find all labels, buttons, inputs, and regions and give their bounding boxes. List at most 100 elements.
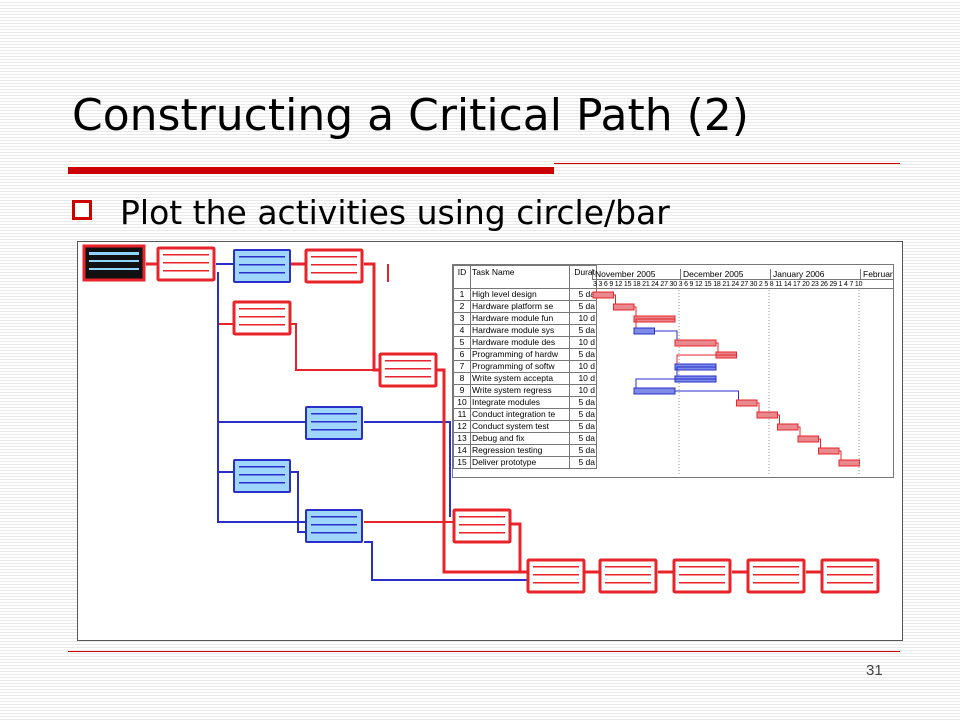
node-text-line <box>679 566 725 568</box>
gantt-header-name: Task Name <box>470 265 570 289</box>
node-text-line <box>385 368 431 370</box>
node-text-line <box>827 574 873 576</box>
gantt-day-scale: 3 3 6 9 12 15 18 21 24 27 30 3 6 9 12 15… <box>592 279 893 289</box>
node-text-line <box>753 566 799 568</box>
node-text-line <box>533 566 579 568</box>
gantt-task-id: 2 <box>453 300 471 313</box>
slide-title: Constructing a Critical Path (2) <box>72 90 749 141</box>
node-text-line <box>533 574 579 576</box>
critical-task-node <box>598 558 658 594</box>
node-text-line <box>385 376 431 378</box>
node-text-line <box>239 272 285 274</box>
node-text-line <box>311 256 357 258</box>
node-text-line <box>239 474 285 476</box>
gantt-task-name: Regression testing <box>470 444 570 457</box>
critical-task-node <box>156 246 216 282</box>
task-node <box>233 459 291 493</box>
task-node <box>305 509 363 543</box>
connector-line <box>364 541 528 581</box>
gantt-task-id: 12 <box>453 420 471 433</box>
node-text-line <box>385 360 431 362</box>
node-text-line <box>827 566 873 568</box>
gantt-timeline: November 2005 December 2005 January 2006… <box>592 265 893 477</box>
connector-line <box>290 471 306 533</box>
gantt-header-row: ID Task Name Durat <box>453 265 597 289</box>
gantt-month: December 2005 <box>680 269 772 279</box>
node-text-line <box>459 516 505 518</box>
page-number: 31 <box>866 662 883 679</box>
node-text-line <box>89 268 139 270</box>
gantt-task-name: Debug and fix <box>470 432 570 445</box>
gantt-task-name: Hardware module sys <box>470 324 570 337</box>
gantt-task-id: 10 <box>453 396 471 409</box>
gantt-task-id: 13 <box>453 432 471 445</box>
connector-line <box>364 262 380 372</box>
gantt-task-name: Integrate modules <box>470 396 570 409</box>
gantt-task-duration: 5 da <box>569 300 597 313</box>
node-text-line <box>311 421 357 423</box>
node-text-line <box>311 413 357 415</box>
gantt-task-name: Hardware platform se <box>470 300 570 313</box>
critical-task-node <box>232 300 292 336</box>
gantt-month: November 2005 <box>592 269 682 279</box>
connector-line <box>510 522 522 572</box>
node-text-line <box>163 262 209 264</box>
node-text-line <box>605 582 651 584</box>
gantt-task-id: 4 <box>453 324 471 337</box>
node-text-line <box>679 582 725 584</box>
critical-task-node <box>304 248 364 284</box>
footer-rule <box>68 651 900 652</box>
node-text-line <box>89 252 139 255</box>
node-text-line <box>827 582 873 584</box>
gantt-header-id: ID <box>453 265 471 289</box>
connector-line <box>217 272 234 325</box>
bullet-square-icon <box>72 200 92 220</box>
node-text-line <box>311 429 357 431</box>
node-text-line <box>753 574 799 576</box>
gantt-task-name: Deliver prototype <box>470 456 570 469</box>
node-text-line <box>239 316 285 318</box>
gantt-task-id: 7 <box>453 360 471 373</box>
node-text-line <box>239 466 285 468</box>
gantt-task-id: 14 <box>453 444 471 457</box>
node-text-line <box>679 574 725 576</box>
node-text-line <box>311 516 357 518</box>
node-text-line <box>239 324 285 326</box>
node-text-line <box>239 256 285 258</box>
gantt-task-name: Write system regress <box>470 384 570 397</box>
gantt-month: Februar <box>860 269 896 279</box>
node-text-line <box>459 524 505 526</box>
gantt-task-id: 9 <box>453 384 471 397</box>
gantt-task-name: Conduct integration te <box>470 408 570 421</box>
gantt-task-name: Write system accepta <box>470 372 570 385</box>
task-node <box>233 249 291 283</box>
critical-task-node <box>378 352 438 388</box>
gantt-task-name: Programming of hardw <box>470 348 570 361</box>
gantt-task-id: 15 <box>453 456 471 469</box>
title-underline-thin <box>554 163 900 164</box>
connector-line <box>217 272 306 523</box>
gantt-task-name: Hardware module des <box>470 336 570 349</box>
gantt-task-name: Programming of softw <box>470 360 570 373</box>
node-text-line <box>239 308 285 310</box>
start-node <box>82 244 146 282</box>
node-text-line <box>311 264 357 266</box>
gantt-task-id: 5 <box>453 336 471 349</box>
node-text-line <box>459 532 505 534</box>
critical-task-node <box>452 508 512 544</box>
gantt-task-id: 8 <box>453 372 471 385</box>
node-text-line <box>239 482 285 484</box>
node-text-line <box>163 254 209 256</box>
gantt-task-id: 11 <box>453 408 471 421</box>
